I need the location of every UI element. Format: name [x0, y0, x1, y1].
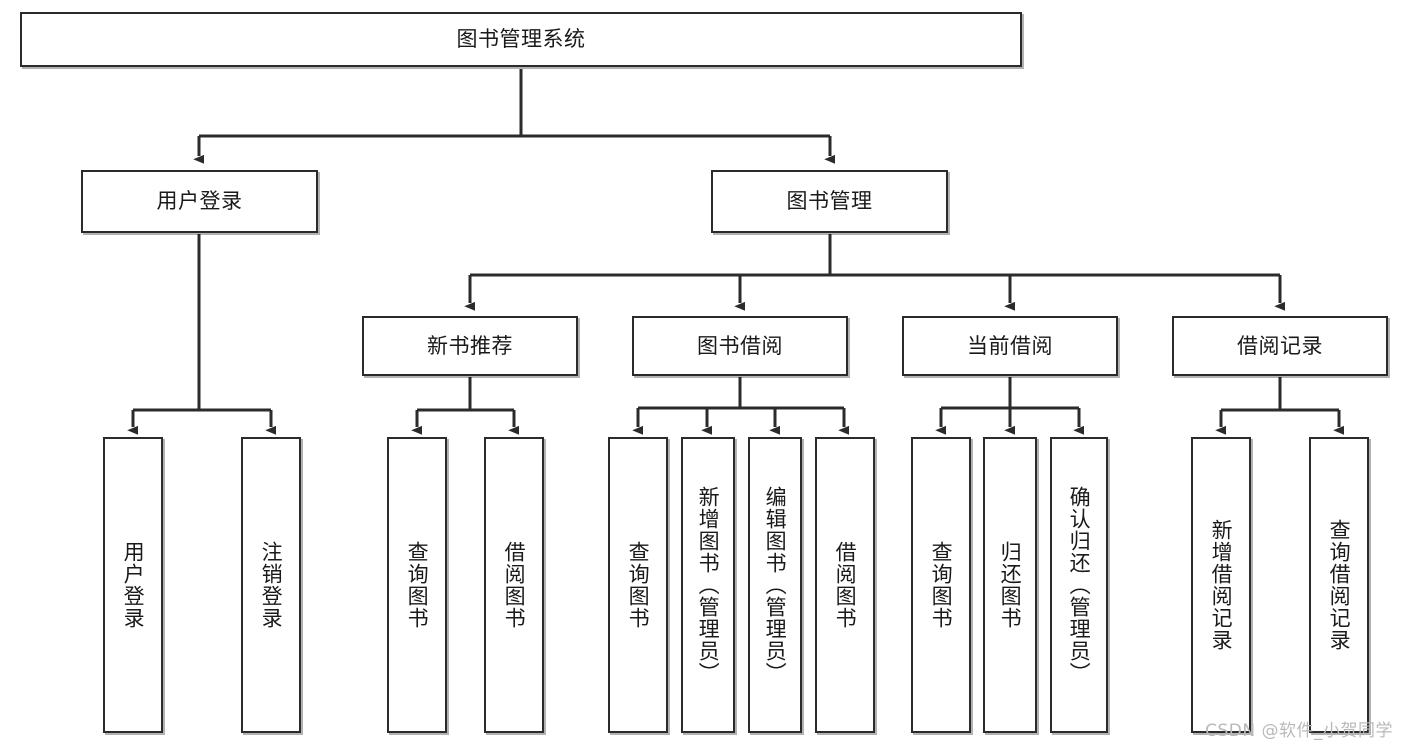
node-leaf-query-book-3[interactable]: 查询图书	[911, 437, 971, 733]
node-book-manage[interactable]: 图书管理	[711, 170, 948, 233]
node-current-borrow[interactable]: 当前借阅	[902, 316, 1118, 376]
node-book-manage-label: 图书管理	[786, 189, 873, 214]
node-book-borrow[interactable]: 图书借阅	[632, 316, 848, 376]
node-new-book-recommend-label: 新书推荐	[427, 333, 513, 358]
node-leaf-borrow-book-2[interactable]: 借阅图书	[815, 437, 875, 733]
node-leaf-add-book-label: 新增图书（管理员）	[696, 486, 721, 684]
node-leaf-user-logout-label: 注销登录	[259, 541, 284, 629]
node-leaf-query-book-3-label: 查询图书	[929, 541, 954, 629]
node-leaf-return-book-label: 归还图书	[998, 541, 1023, 629]
node-new-book-recommend[interactable]: 新书推荐	[362, 316, 578, 376]
node-leaf-user-login[interactable]: 用户登录	[103, 437, 163, 733]
node-book-borrow-label: 图书借阅	[697, 333, 783, 358]
node-borrow-record[interactable]: 借阅记录	[1172, 316, 1388, 376]
node-leaf-return-book[interactable]: 归还图书	[983, 437, 1037, 733]
node-leaf-user-login-label: 用户登录	[121, 541, 146, 629]
node-leaf-query-book-1[interactable]: 查询图书	[387, 437, 447, 733]
node-leaf-add-record[interactable]: 新增借阅记录	[1191, 437, 1251, 733]
node-leaf-edit-book-label: 编辑图书（管理员）	[763, 486, 788, 684]
node-root-label: 图书管理系统	[456, 27, 586, 52]
node-leaf-borrow-book-2-label: 借阅图书	[833, 541, 858, 629]
node-leaf-confirm-return[interactable]: 确认归还（管理员）	[1050, 437, 1108, 733]
node-leaf-borrow-book-1[interactable]: 借阅图书	[484, 437, 544, 733]
node-leaf-user-logout[interactable]: 注销登录	[241, 437, 301, 733]
node-leaf-confirm-return-label: 确认归还（管理员）	[1067, 486, 1092, 684]
node-leaf-query-book-2-label: 查询图书	[626, 541, 651, 629]
node-borrow-record-label: 借阅记录	[1237, 333, 1323, 358]
node-leaf-add-book[interactable]: 新增图书（管理员）	[681, 437, 735, 733]
node-leaf-query-record[interactable]: 查询借阅记录	[1309, 437, 1369, 733]
node-user-login-label: 用户登录	[156, 189, 243, 214]
node-root[interactable]: 图书管理系统	[20, 12, 1022, 67]
node-leaf-query-record-label: 查询借阅记录	[1327, 519, 1352, 651]
node-leaf-add-record-label: 新增借阅记录	[1209, 519, 1234, 651]
node-leaf-edit-book[interactable]: 编辑图书（管理员）	[748, 437, 802, 733]
node-current-borrow-label: 当前借阅	[967, 333, 1053, 358]
node-leaf-query-book-2[interactable]: 查询图书	[608, 437, 668, 733]
node-leaf-borrow-book-1-label: 借阅图书	[502, 541, 527, 629]
watermark: CSDN @软件_小贺同学	[1205, 721, 1393, 741]
node-user-login[interactable]: 用户登录	[81, 170, 318, 233]
node-leaf-query-book-1-label: 查询图书	[405, 541, 430, 629]
